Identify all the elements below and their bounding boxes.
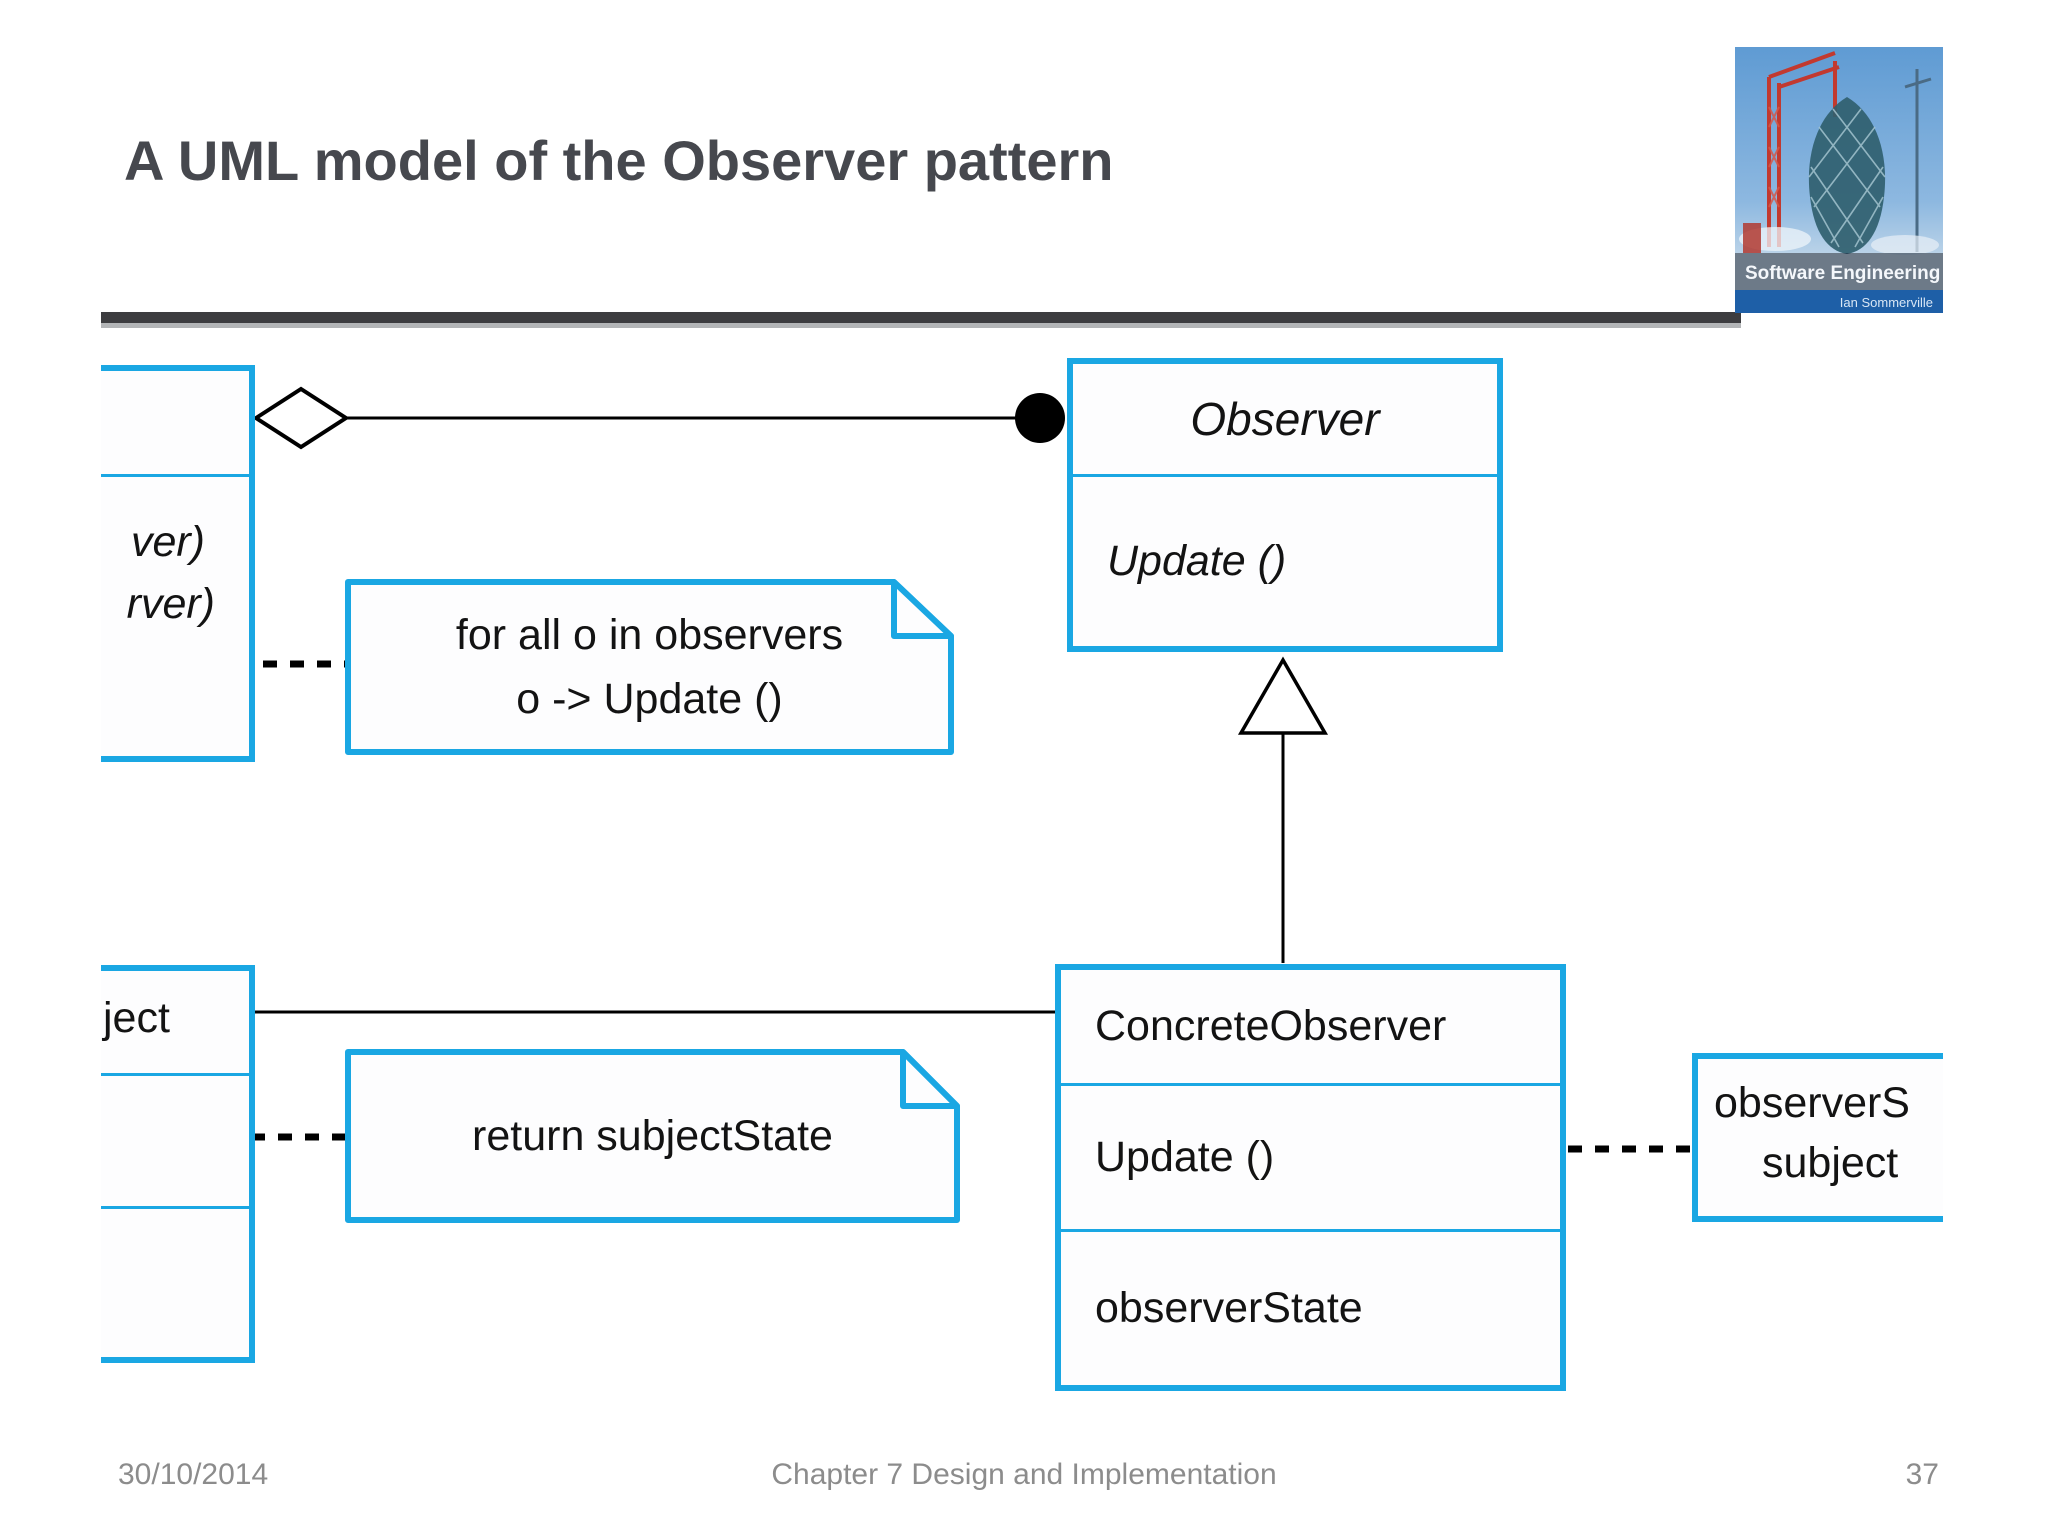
concrete-observer-class-box: ConcreteObserver Update () observerState [1055, 964, 1566, 1391]
inheritance-triangle-icon [1237, 656, 1329, 735]
footer-page-number: 37 [1905, 1458, 1939, 1491]
footer-date: 30/10/2014 [118, 1458, 269, 1491]
note-getstate-text: return subjectState [348, 1052, 957, 1220]
footer-chapter: Chapter 7 Design and Implementation [771, 1458, 1277, 1491]
concrete-observer-update-method: Update () [1095, 1133, 1275, 1181]
observer-class-name: Observer [1190, 393, 1380, 445]
compartment-divider [1073, 474, 1497, 477]
note-notify-text: for all o in observers o -> Update () [348, 582, 951, 752]
red-structure-icon [1743, 223, 1761, 253]
crane-lattice-icon [1768, 106, 1780, 208]
subject-class-box-clipped [101, 365, 255, 762]
page-title: A UML model of the Observer pattern [124, 129, 1114, 192]
logo-title: Software Engineering [1745, 263, 1940, 284]
note-update-line-fragment: subject [1762, 1139, 1899, 1187]
software-engineering-book-logo: Software Engineering Ian Sommerville [1735, 47, 1943, 313]
logo-title-band [1735, 253, 1943, 290]
note-notify-line2: o -> Update () [516, 675, 783, 723]
note-update-box-clipped [1692, 1053, 1943, 1222]
compartment-divider [101, 1073, 249, 1076]
note-getstate-line: return subjectState [472, 1112, 833, 1160]
compartment-divider [101, 474, 249, 477]
observer-update-method: Update () [1107, 537, 1287, 585]
cloud-icon [1871, 235, 1939, 255]
note-notify-line1: for all o in observers [455, 611, 844, 659]
title-rule-light [101, 323, 1741, 328]
gherkin-building-icon [1808, 97, 1886, 254]
logo-author: Ian Sommerville [1840, 295, 1933, 310]
concrete-subject-class-box-clipped [101, 965, 255, 1363]
concrete-observer-class-name: ConcreteObserver [1095, 1002, 1447, 1050]
navigability-circle-icon [1015, 393, 1065, 443]
compartment-divider [101, 1206, 249, 1209]
concrete-subject-name-fragment: ject [103, 994, 170, 1042]
gherkin-lattice-icon [1808, 108, 1886, 248]
aggregation-diamond-icon [252, 386, 350, 450]
title-rule-dark [101, 312, 1741, 323]
subject-method-fragment: ver) [130, 518, 205, 566]
concrete-observer-state-attribute: observerState [1095, 1284, 1363, 1332]
subject-method-fragment: rver) [126, 580, 215, 628]
compartment-divider [1061, 1229, 1560, 1232]
compartment-divider [1061, 1083, 1560, 1086]
far-crane-icon [1904, 69, 1932, 252]
logo-author-band [1735, 290, 1943, 313]
note-update-line-fragment: observerS [1714, 1079, 1910, 1127]
observer-class-box: Observer Update () [1067, 358, 1503, 652]
